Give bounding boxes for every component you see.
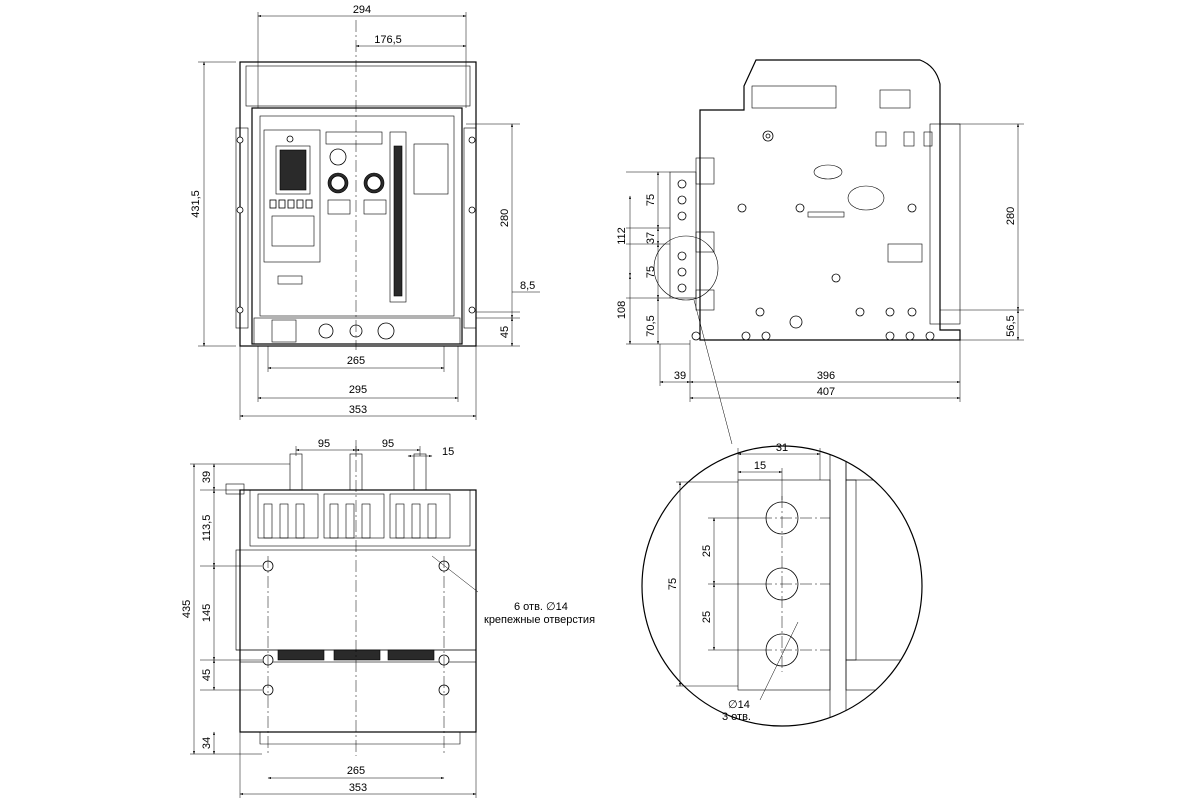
- dim-p95a: 95: [318, 438, 330, 450]
- dim-bottom: 45: [499, 326, 511, 338]
- dim-v113-5: 113,5: [201, 515, 213, 542]
- holes-note-line2: крепежные отверстия: [484, 614, 595, 626]
- dim-w295: 295: [349, 384, 367, 396]
- dim-w353-top: 353: [349, 782, 367, 794]
- dim-v56-5: 56,5: [1005, 315, 1017, 336]
- dim-v108: 108: [616, 301, 628, 319]
- holes-note-line1: 6 отв. ∅14: [514, 601, 568, 613]
- dim-w265-top: 265: [347, 765, 365, 777]
- dim-terminal-height: 280: [499, 209, 511, 227]
- dim-overall-width: 294: [353, 4, 371, 16]
- dim-d31: 31: [776, 442, 788, 454]
- dim-v145: 145: [201, 604, 213, 622]
- dim-v280: 280: [1005, 207, 1017, 225]
- front-view: 294 176,5 431,5 280 8,5 45 265 295 353: [190, 4, 540, 420]
- dim-d15: 15: [754, 460, 766, 472]
- dim-v37: 37: [645, 232, 657, 244]
- detail-view: 31 15 75 25 25 ∅14 3 отв.: [641, 442, 923, 727]
- hole-note-line2: 3 отв.: [722, 711, 751, 723]
- dim-h39: 39: [674, 370, 686, 382]
- dim-gap: 8,5: [520, 280, 535, 292]
- dim-offset: 176,5: [374, 34, 402, 46]
- side-view: 75 112 37 75 108 70,5 39 396 407 280 56,…: [616, 59, 1024, 445]
- dim-d25b: 25: [701, 611, 713, 623]
- dim-w265: 265: [347, 355, 365, 367]
- dim-d25a: 25: [701, 545, 713, 557]
- dim-v70-5: 70,5: [645, 315, 657, 336]
- dim-p15: 15: [442, 446, 454, 458]
- dim-v34: 34: [201, 737, 213, 749]
- dim-v75: 75: [645, 194, 657, 206]
- hole-note-line1: ∅14: [728, 699, 750, 711]
- dim-v435: 435: [181, 600, 193, 618]
- dim-h407: 407: [817, 386, 835, 398]
- dim-p95b: 95: [382, 438, 394, 450]
- top-view: 95 95 15 39 113,5 435 145 45 34 265 353 …: [181, 438, 595, 798]
- connector-strips: [277, 649, 435, 661]
- dim-v45: 45: [201, 669, 213, 681]
- dim-w353: 353: [349, 404, 367, 416]
- trip-unit-buttons: [269, 199, 313, 209]
- dim-h396: 396: [817, 370, 835, 382]
- dim-height: 431,5: [190, 190, 202, 218]
- dim-v75b: 75: [645, 266, 657, 278]
- dim-v112: 112: [616, 227, 628, 245]
- dim-d75: 75: [667, 578, 679, 590]
- dim-v39: 39: [201, 471, 213, 483]
